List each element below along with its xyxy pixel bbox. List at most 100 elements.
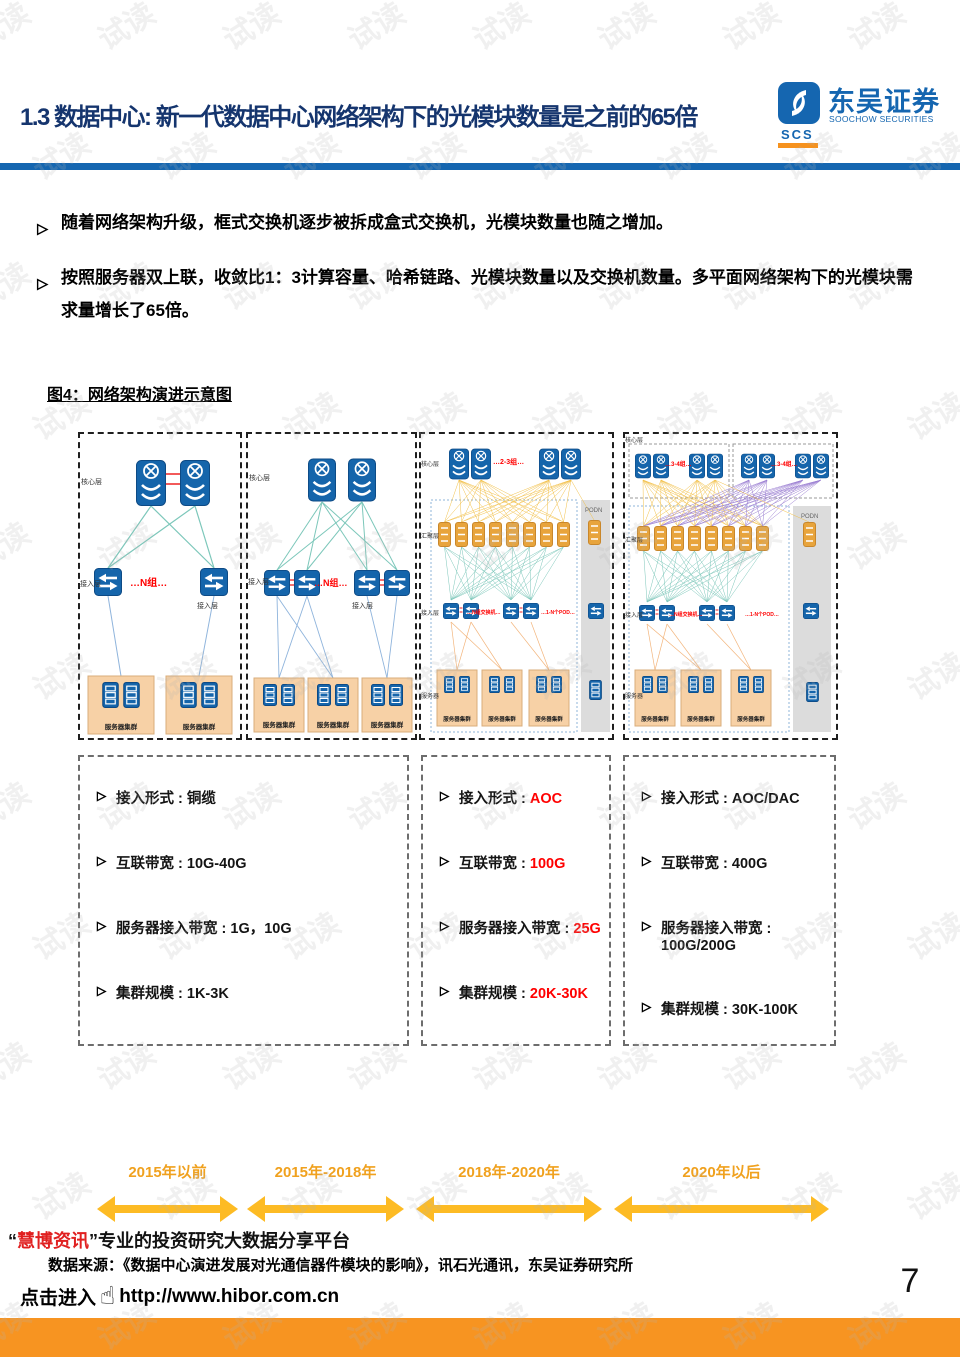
trial-watermark: 试读 [842, 777, 912, 837]
server-icon [281, 684, 295, 706]
agg-icon [438, 522, 451, 547]
switch-icon [719, 604, 735, 622]
hand-cursor-icon: ☝ [100, 1282, 116, 1310]
server-icon [263, 684, 277, 706]
agg-icon [588, 520, 601, 545]
trial-watermark: 试读 [902, 387, 960, 447]
annotation-label: …N组交换机… [467, 609, 501, 616]
cluster-label: 服务器集群 [687, 715, 715, 723]
agg-icon [523, 522, 536, 547]
spec-label: 服务器接入带宽 [116, 921, 218, 937]
logo-scs-text: SCS [781, 127, 814, 142]
server-cluster-box [481, 669, 523, 727]
spec-row: 服务器接入带宽 : 100G/200G [641, 917, 834, 954]
arrow-bullet-icon [96, 855, 107, 871]
pod-group-box [628, 443, 730, 499]
server-cluster-box [253, 677, 305, 733]
server-cluster-box [165, 675, 233, 735]
annotation-label: …3-4组… [665, 460, 692, 468]
layer-label: 接入层 [625, 611, 643, 619]
arrow-head-right [386, 1196, 404, 1222]
arrow-bullet-icon [439, 855, 450, 871]
switch-icon [803, 602, 819, 620]
trial-watermark: 试读 [342, 0, 412, 57]
spec-value: 400G [731, 856, 768, 872]
server-icon [123, 682, 140, 708]
diagram-canvas: 服务器集群服务器集群服务器集群核心层接入层接入层…N组… [248, 458, 413, 733]
layer-label: 接入层 [352, 601, 373, 610]
spec-box-2018-2020: 接入形式 : AOC 互联带宽 : 100G 服务器接入带宽 : 25G 集群规… [421, 755, 611, 1046]
spec-label: 互联带宽 [116, 856, 174, 872]
diagram-canvas: 服务器集群服务器集群服务器集群核心层汇聚层接入层服务器PODN…2-3组……N组… [421, 448, 610, 733]
spec-label: 集群规模 [459, 986, 517, 1002]
timeline-label-4: 2020年以后 [682, 1164, 761, 1181]
spec-row: 互联带宽 : 10G-40G [96, 852, 407, 873]
arrow-bullet-icon [641, 855, 652, 871]
spec-separator: : [217, 921, 231, 937]
layer-label: 核心层 [81, 477, 102, 486]
layer-label: 接入层 [248, 577, 269, 586]
arrow-bullet-icon [641, 1001, 652, 1017]
spec-label: 集群规模 [661, 1002, 719, 1018]
server-cluster-box [528, 669, 570, 727]
spec-value: 25G [573, 921, 601, 937]
agg-icon [654, 526, 667, 551]
hibor-url-link[interactable]: http://www.hibor.com.cn [119, 1285, 340, 1307]
network-diagram-before-2015: 服务器集群服务器集群核心层接入层接入层…N组… [78, 432, 242, 740]
agg-icon [803, 522, 816, 547]
switch-icon [354, 570, 380, 596]
spec-label: 服务器接入带宽 [661, 921, 763, 937]
arrow-bar [115, 1205, 220, 1213]
brand-tagline: 专业的投资研究大数据分享平台 [98, 1231, 350, 1251]
spec-label: 互联带宽 [459, 856, 517, 872]
server-cluster-box [87, 675, 155, 735]
agg-icon [671, 526, 684, 551]
layer-label: 服务器 [421, 692, 439, 700]
router-icon [308, 458, 336, 502]
annotation-label: …1-N个POD… [745, 611, 779, 618]
router-icon [539, 448, 559, 480]
footer-accent-bar [0, 1318, 960, 1357]
server-icon [102, 682, 119, 708]
logo-name-en: SOOCHOW SECURITIES [829, 114, 934, 124]
server-icon [703, 676, 714, 693]
annotation-label: …N组… [314, 577, 348, 588]
arrow-bullet-icon [36, 269, 49, 302]
server-cluster-box [361, 677, 413, 733]
agg-icon [557, 522, 570, 547]
spec-value: 10G-40G [186, 856, 247, 872]
logo-name-cn: 东吴证券 [828, 87, 940, 117]
spec-row: 集群规模 : 20K-30K [439, 982, 609, 1003]
switch-icon [200, 568, 228, 596]
cluster-label: 服务器集群 [317, 720, 350, 729]
arrow-head-left [416, 1196, 434, 1222]
layer-label: PODN [585, 508, 602, 514]
timeline-label-3: 2018年-2020年 [458, 1164, 560, 1181]
server-cluster-box [307, 677, 359, 733]
annotation-label: …2-3组… [493, 457, 524, 466]
arrow-bullet-icon [641, 790, 652, 806]
agg-icon [506, 522, 519, 547]
spec-value: AOC [529, 791, 563, 807]
server-icon [371, 684, 385, 706]
bullet-text: 随着网络架构升级，框式交换机逐步被拆成盒式交换机，光模块数量也随之增加。 [61, 213, 673, 232]
trial-watermark: 试读 [0, 517, 37, 577]
annotation-label: …3-4组… [771, 460, 798, 468]
switch-icon [503, 602, 519, 620]
router-icon [741, 453, 757, 479]
bullet-item: 随着网络架构升级，框式交换机逐步被拆成盒式交换机，光模块数量也随之增加。 [36, 206, 922, 239]
connection-lines [642, 479, 822, 671]
cta-text[interactable]: 点击进入 [20, 1288, 97, 1309]
quote-close: ” [89, 1231, 98, 1251]
arrow-bullet-icon [96, 790, 107, 806]
trial-watermark: 试读 [92, 0, 162, 57]
spec-row: 集群规模 : 1K-3K [96, 982, 407, 1003]
logo-swirl-icon [778, 82, 820, 124]
server-cluster-box [634, 669, 676, 727]
spec-separator: : [560, 921, 574, 937]
arrow-head-right [220, 1196, 238, 1222]
spec-value: 铜缆 [186, 791, 216, 807]
server-icon [806, 682, 819, 702]
